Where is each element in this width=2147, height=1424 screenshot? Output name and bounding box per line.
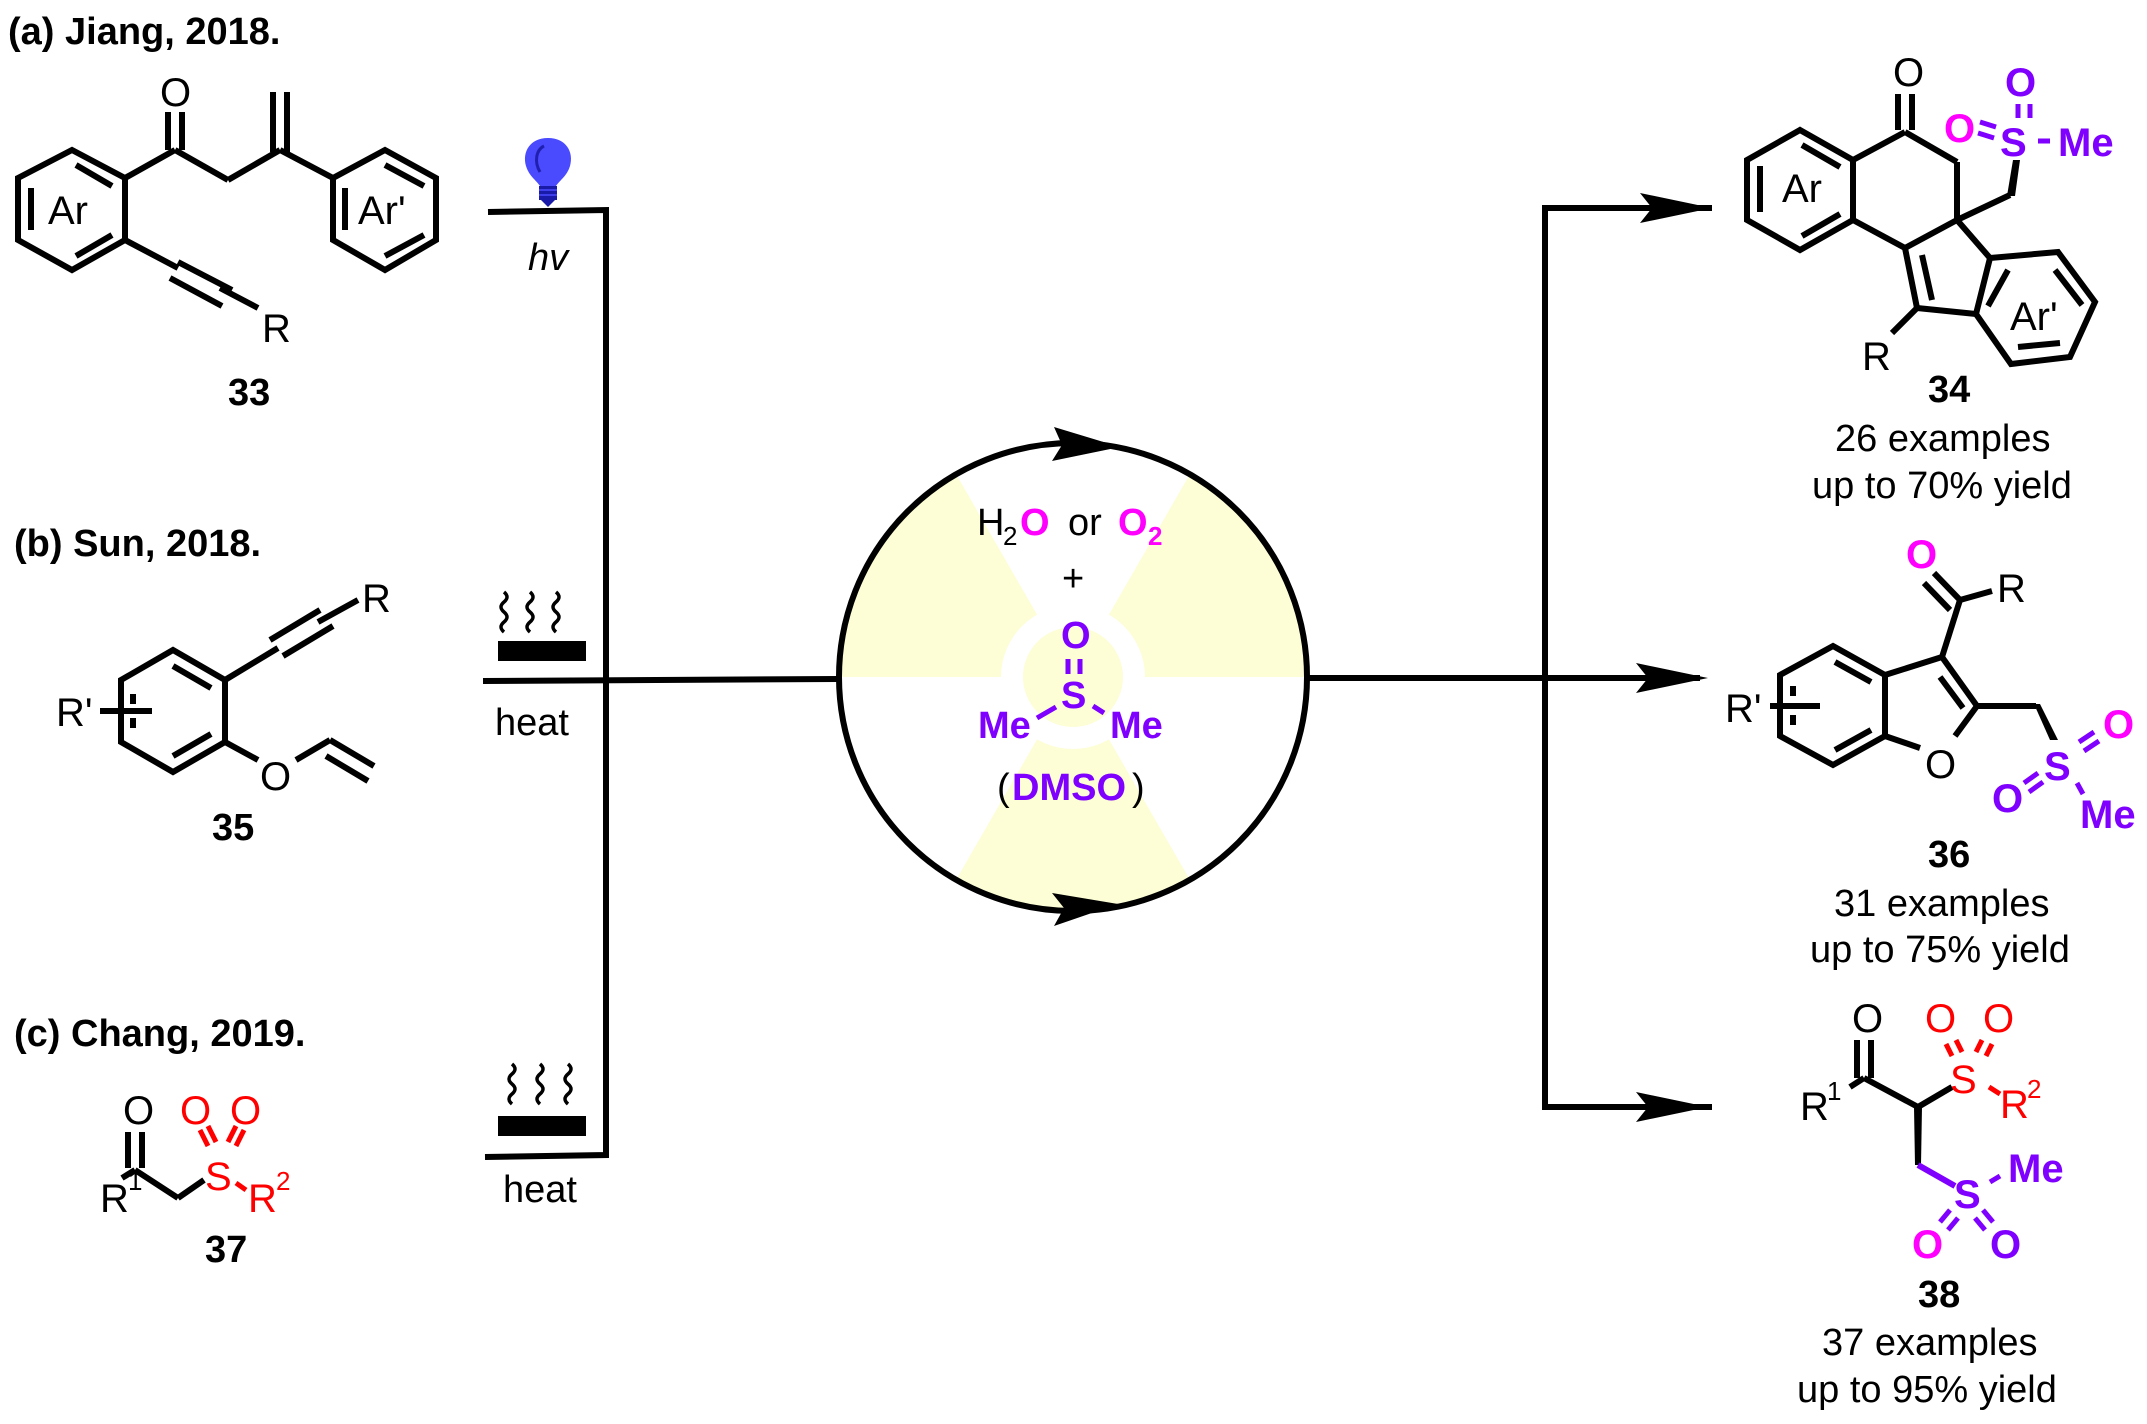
sector — [956, 677, 1190, 912]
yield: up to 70% yield — [1812, 465, 2072, 507]
atom-o: O — [230, 1089, 261, 1133]
compound-38: R 1 O S O O R 2 S Me O O 38 37 examples … — [1797, 997, 2064, 1411]
svg-text:S: S — [2000, 121, 2027, 165]
svg-text:R: R — [1862, 335, 1891, 379]
svg-text:2: 2 — [1148, 521, 1162, 551]
svg-text:R: R — [1997, 567, 2026, 611]
dmso-me-left: Me — [978, 705, 1031, 747]
svg-text:O: O — [1893, 51, 1924, 95]
svg-text:Me: Me — [2008, 1147, 2064, 1191]
svg-text:O: O — [1990, 1223, 2021, 1267]
svg-text:O: O — [1983, 997, 2014, 1041]
atom-s: S — [205, 1155, 232, 1199]
section-c-title: (c) Chang, 2019. — [14, 1013, 305, 1055]
condition-heat: heat — [495, 702, 569, 744]
svg-text:Ar: Ar — [1782, 167, 1822, 211]
atom-o: O — [260, 755, 291, 799]
svg-text:R': R' — [1725, 687, 1762, 731]
svg-text:O: O — [1906, 533, 1937, 577]
svg-text:R: R — [2000, 1083, 2029, 1127]
compound-number: 36 — [1928, 834, 1970, 876]
svg-text:): ) — [1132, 767, 1145, 809]
svg-text:O: O — [2005, 61, 2036, 105]
svg-text:S: S — [1954, 1173, 1981, 1217]
svg-text:S: S — [1950, 1058, 1977, 1102]
light-bulb-icon — [524, 138, 572, 207]
heat-icon — [498, 590, 586, 661]
atom-o: O — [123, 1089, 154, 1133]
svg-text:O: O — [1852, 997, 1883, 1041]
compound-37: R 1 O S O O R 2 37 — [100, 1089, 290, 1271]
svg-text:O: O — [1925, 743, 1956, 787]
dmso-label: DMSO — [1012, 767, 1126, 809]
yield: up to 75% yield — [1810, 929, 2070, 971]
heat-icon — [498, 1062, 586, 1136]
arrow-to-34 — [1640, 193, 1712, 223]
middle-input-line — [482, 676, 839, 684]
dmso-me-right: Me — [1110, 705, 1163, 747]
compound-33: Ar O Ar' R 33 — [15, 71, 439, 414]
compound-36: R' O O R S O O Me 36 31 examples up to 7… — [1725, 533, 2136, 971]
condition-heat: heat — [503, 1169, 577, 1211]
atom-o: O — [180, 1089, 211, 1133]
svg-text:O: O — [1944, 107, 1975, 151]
ring-ar-double — [74, 232, 114, 259]
ring-ar-double — [74, 162, 114, 189]
svg-text:(: ( — [997, 767, 1010, 809]
dmso-o: O — [1061, 615, 1091, 657]
yield: up to 95% yield — [1797, 1369, 2057, 1411]
svg-text:1: 1 — [1827, 1076, 1841, 1106]
reagent-oxygen: O — [1118, 502, 1148, 544]
catalytic-cycle: H 2 O or O 2 + O S Me Me ( DMSO ) — [836, 427, 1310, 926]
compound-number: 34 — [1928, 369, 1970, 411]
svg-text:O: O — [2103, 703, 2134, 747]
atom-r: R — [262, 307, 291, 351]
dmso-s: S — [1061, 675, 1086, 717]
svg-text:Me: Me — [2080, 793, 2136, 837]
svg-text:R: R — [1800, 1085, 1829, 1129]
atom-ar-prime: Ar' — [358, 189, 406, 233]
cycle-arrow-bottom — [1052, 893, 1118, 926]
svg-text:2: 2 — [276, 1166, 290, 1196]
cycle-arrow-top — [1052, 427, 1120, 461]
svg-text:O: O — [1992, 777, 2023, 821]
examples-count: 37 examples — [1822, 1322, 2037, 1364]
compound-number: 33 — [228, 372, 270, 414]
condition-hv: hv — [528, 237, 570, 279]
section-b-title: (b) Sun, 2018. — [14, 523, 261, 565]
examples-count: 31 examples — [1834, 883, 2049, 925]
svg-text:H: H — [977, 502, 1004, 544]
section-a-title: (a) Jiang, 2018. — [8, 11, 280, 53]
svg-text:Ar': Ar' — [2010, 295, 2058, 339]
svg-text:or: or — [1068, 502, 1102, 544]
atom-r: R — [362, 577, 391, 621]
atom-rprime: R' — [56, 691, 93, 735]
compound-34: Ar O Ar' R S O O Me 34 26 examples up to… — [1744, 51, 2114, 507]
atom-o: O — [160, 71, 191, 115]
svg-text:O: O — [1912, 1223, 1943, 1267]
examples-count: 26 examples — [1835, 418, 2050, 460]
atom-r1: R — [100, 1177, 129, 1221]
svg-text:Me: Me — [2058, 121, 2114, 165]
atom-ar: Ar — [48, 189, 88, 233]
svg-text:S: S — [2044, 745, 2071, 789]
svg-text:O: O — [1925, 997, 1956, 1041]
arrow-to-36 — [1636, 663, 1708, 693]
svg-text:2: 2 — [1003, 521, 1017, 551]
plus-sign: + — [1062, 558, 1084, 600]
arrow-to-38 — [1636, 1092, 1708, 1122]
branch-bracket — [1542, 205, 1712, 1110]
compound-number: 37 — [205, 1229, 247, 1271]
compound-number: 38 — [1918, 1274, 1960, 1316]
compound-35: R' R O 35 — [56, 577, 391, 849]
compound-number: 35 — [212, 807, 254, 849]
ring-ar-prime — [330, 146, 439, 274]
reagent-water-o: O — [1020, 502, 1050, 544]
svg-text:2: 2 — [2027, 1074, 2041, 1104]
atom-r2: R — [248, 1177, 277, 1221]
